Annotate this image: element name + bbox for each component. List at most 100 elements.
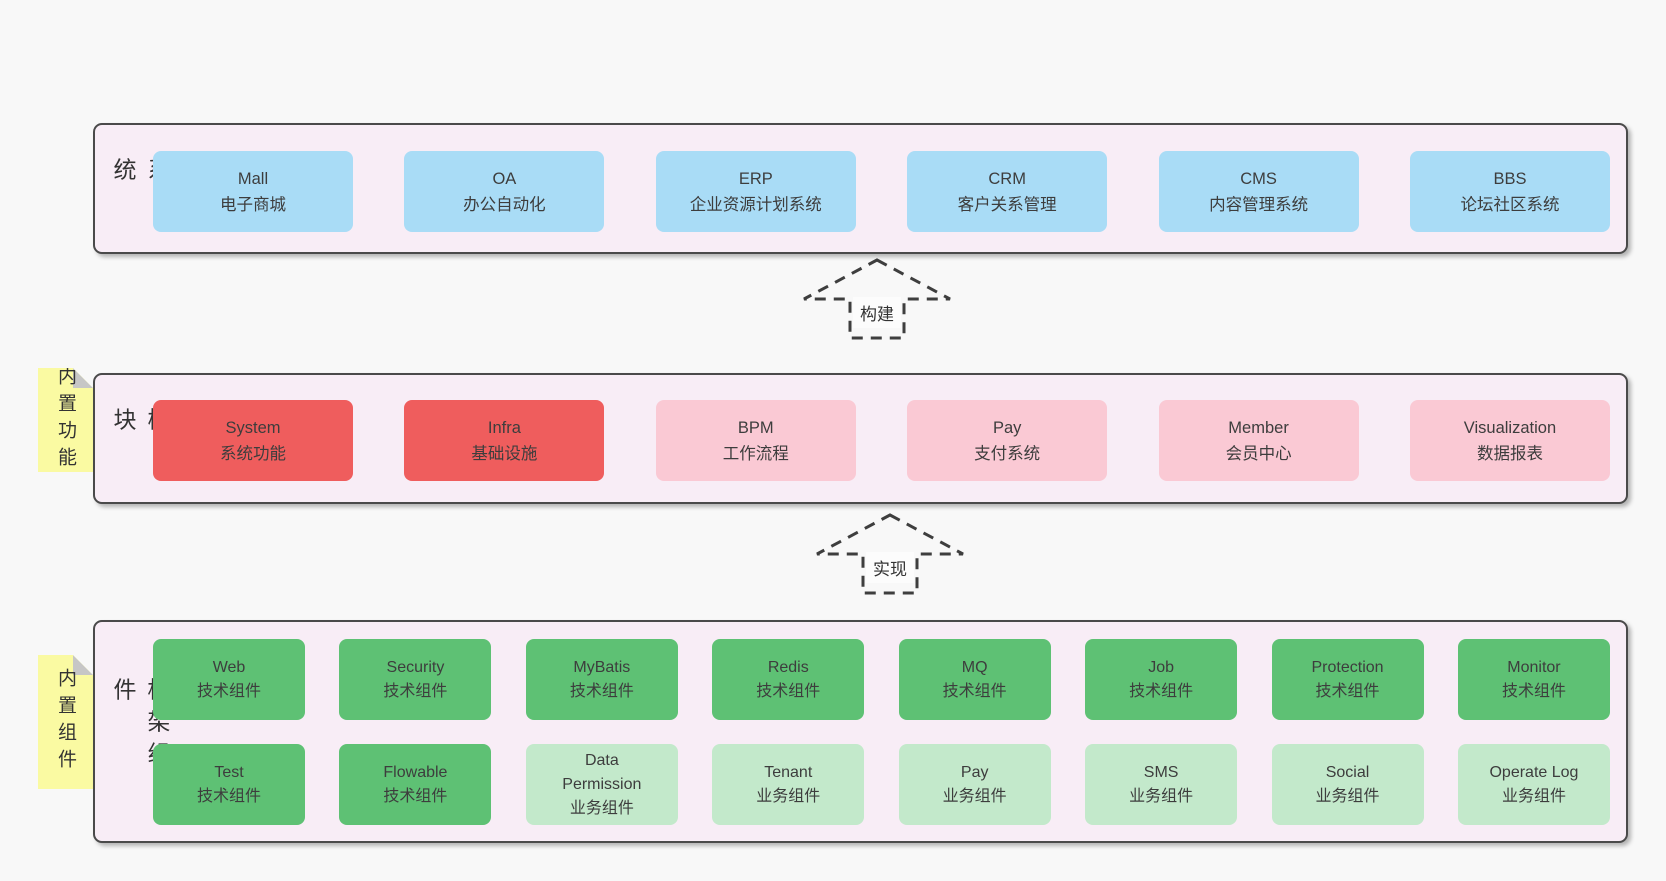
box-subtitle: 企业资源计划系统 [689,195,822,214]
arrow-label: 构建 [853,297,901,328]
box-test: Test 技术组件 [153,744,305,825]
section-business-systems: 业务系统 Mall 电子商城 OA 办公自动化 ERP 企业资源计划系统 CRM… [93,123,1628,254]
box-title: Mall [237,169,269,188]
section-framework-components: 框架组件 Web 技术组件 Security 技术组件 MyBatis 技术组件… [93,620,1628,843]
box-title: Social [1325,763,1370,781]
box-title: SMS [1143,763,1179,781]
implement-arrow: 实现 [810,512,970,596]
box-system: System 系统功能 [153,400,353,481]
box-title: Operate Log [1489,763,1579,781]
box-title: Member [1228,418,1289,437]
box-visualization: Visualization 数据报表 [1409,400,1610,481]
box-title: Pay [992,418,1022,437]
box-title: Web [212,658,246,676]
box-title: Pay [960,763,989,781]
sticky-note-label: 内置组件 [55,668,76,776]
box-title: BPM [737,418,774,437]
box-subtitle: 业务组件 [756,787,821,805]
box-subtitle: 会员中心 [1225,444,1292,463]
box-subtitle: 业务组件 [1129,787,1194,805]
box-subtitle: 技术组件 [196,682,261,700]
box-subtitle: 技术组件 [942,682,1007,700]
box-title: System [225,418,281,437]
box-pay: Pay 支付系统 [907,400,1108,481]
box-title: MQ [961,658,988,676]
box-mall: Mall 电子商城 [153,151,353,232]
box-title: Flowable [383,763,448,781]
box-subtitle: 业务组件 [569,799,634,817]
modules-boxes-row: System 系统功能 Infra 基础设施 BPM 工作流程 Pay 支付系统… [153,400,1610,481]
box-erp: ERP 企业资源计划系统 [655,151,856,232]
box-member: Member 会员中心 [1158,400,1359,481]
box-bbs: BBS 论坛社区系统 [1409,151,1610,232]
box-subtitle: 技术组件 [383,787,448,805]
box-subtitle: 系统功能 [220,444,286,463]
box-title: Job [1148,658,1174,676]
box-title: ERP [738,169,773,188]
box-subtitle: 技术组件 [569,682,634,700]
box-title: Security [386,658,445,676]
box-monitor: Monitor 技术组件 [1457,639,1610,720]
box-title: BBS [1493,169,1527,188]
box-subtitle: 数据报表 [1476,444,1543,463]
box-bpm: BPM 工作流程 [655,400,856,481]
box-subtitle: 业务组件 [942,787,1007,805]
box-subtitle: 技术组件 [1501,682,1566,700]
box-title: Monitor [1507,658,1561,676]
box-security: Security 技术组件 [339,639,492,720]
box-oa: OA 办公自动化 [404,151,605,232]
sticky-note-builtin-features: 内置功能 [38,368,93,472]
box-title: CRM [988,169,1026,188]
box-title: Visualization [1463,418,1557,437]
framework-row-1: Web 技术组件 Security 技术组件 MyBatis 技术组件 Redi… [153,639,1610,720]
box-subtitle: 论坛社区系统 [1460,195,1560,214]
box-subtitle: 支付系统 [974,444,1041,463]
box-title: Tenant [764,763,813,781]
box-subtitle: 技术组件 [1129,682,1194,700]
box-subtitle: 工作流程 [722,444,789,463]
box-subtitle: 业务组件 [1315,787,1380,805]
section-common-modules: 通用模块 System 系统功能 Infra 基础设施 BPM 工作流程 Pay… [93,373,1628,504]
box-mybatis: MyBatis 技术组件 [525,639,678,720]
dashed-up-arrow-icon [803,258,951,340]
box-subtitle: 技术组件 [196,787,261,805]
framework-row-2: Test 技术组件 Flowable 技术组件 Data Permission … [153,744,1610,825]
box-data-permission: Data Permission 业务组件 [525,744,678,825]
box-pay-component: Pay 业务组件 [898,744,1051,825]
box-title: OA [492,169,517,188]
box-web: Web 技术组件 [153,639,305,720]
box-subtitle: 内容管理系统 [1209,195,1309,214]
box-crm: CRM 客户关系管理 [907,151,1108,232]
box-title: Protection [1311,658,1384,676]
box-title: Infra [487,418,521,437]
box-subtitle: 基础设施 [471,444,538,463]
box-cms: CMS 内容管理系统 [1158,151,1359,232]
box-mq: MQ 技术组件 [898,639,1051,720]
arrow-label: 实现 [866,552,914,583]
sticky-note-label: 内置功能 [55,366,76,474]
box-subtitle: 技术组件 [383,682,448,700]
box-redis: Redis 技术组件 [712,639,865,720]
box-subtitle: 办公自动化 [463,195,546,214]
box-operate-log: Operate Log 业务组件 [1457,744,1610,825]
box-infra: Infra 基础设施 [404,400,605,481]
box-subtitle: 业务组件 [1501,787,1566,805]
box-tenant: Tenant 业务组件 [712,744,865,825]
box-subtitle: 电子商城 [220,195,286,214]
business-boxes-row: Mall 电子商城 OA 办公自动化 ERP 企业资源计划系统 CRM 客户关系… [153,151,1610,232]
box-title: CMS [1240,169,1277,188]
build-arrow: 构建 [797,257,957,341]
box-subtitle: 技术组件 [756,682,821,700]
sticky-note-builtin-components: 内置组件 [38,655,93,789]
box-protection: Protection 技术组件 [1271,639,1424,720]
box-title: Test [214,763,244,781]
box-flowable: Flowable 技术组件 [339,744,492,825]
box-job: Job 技术组件 [1085,639,1238,720]
box-subtitle: 客户关系管理 [957,195,1057,214]
box-title: Redis [767,658,809,676]
box-title: Data Permission [562,751,642,793]
box-social: Social 业务组件 [1271,744,1424,825]
box-title: MyBatis [573,658,631,676]
box-subtitle: 技术组件 [1315,682,1380,700]
box-sms: SMS 业务组件 [1085,744,1238,825]
